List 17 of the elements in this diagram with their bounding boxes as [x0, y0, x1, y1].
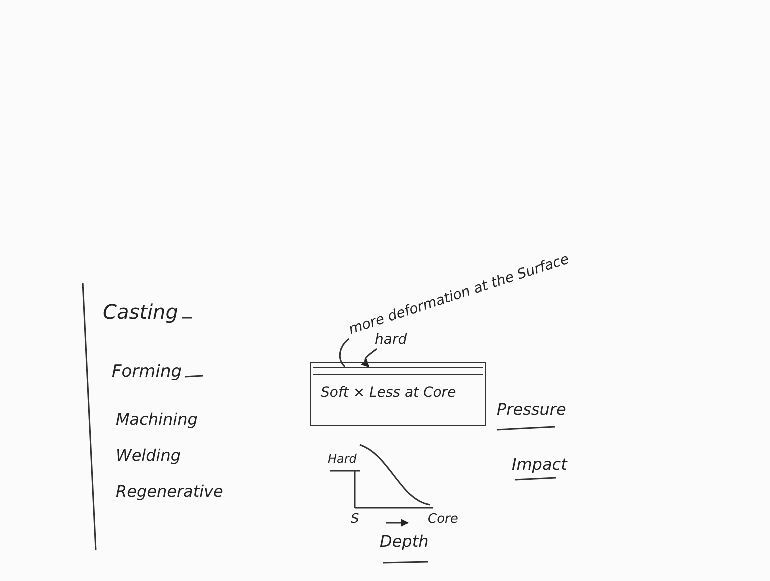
process-name: Welding [116, 446, 182, 465]
axis-label: Depth [380, 532, 429, 551]
block-label: Soft × Less at Core [321, 385, 456, 401]
process-name: Regenerative [116, 482, 224, 501]
process-name: Forming [112, 362, 182, 382]
axis-label: Core [428, 512, 458, 527]
leader-line [339, 338, 350, 368]
axis-label: S [351, 512, 360, 527]
note-text: hard [375, 332, 408, 348]
load-type-label: Pressure [497, 400, 566, 419]
surface-layer-band [313, 367, 483, 375]
leader-line [361, 348, 378, 368]
process-name: Casting [103, 300, 178, 324]
load-type-label: Impact [512, 455, 568, 474]
process-name: Machining [116, 410, 198, 429]
layered-block [310, 362, 486, 426]
axis-label: Hard [328, 452, 357, 466]
